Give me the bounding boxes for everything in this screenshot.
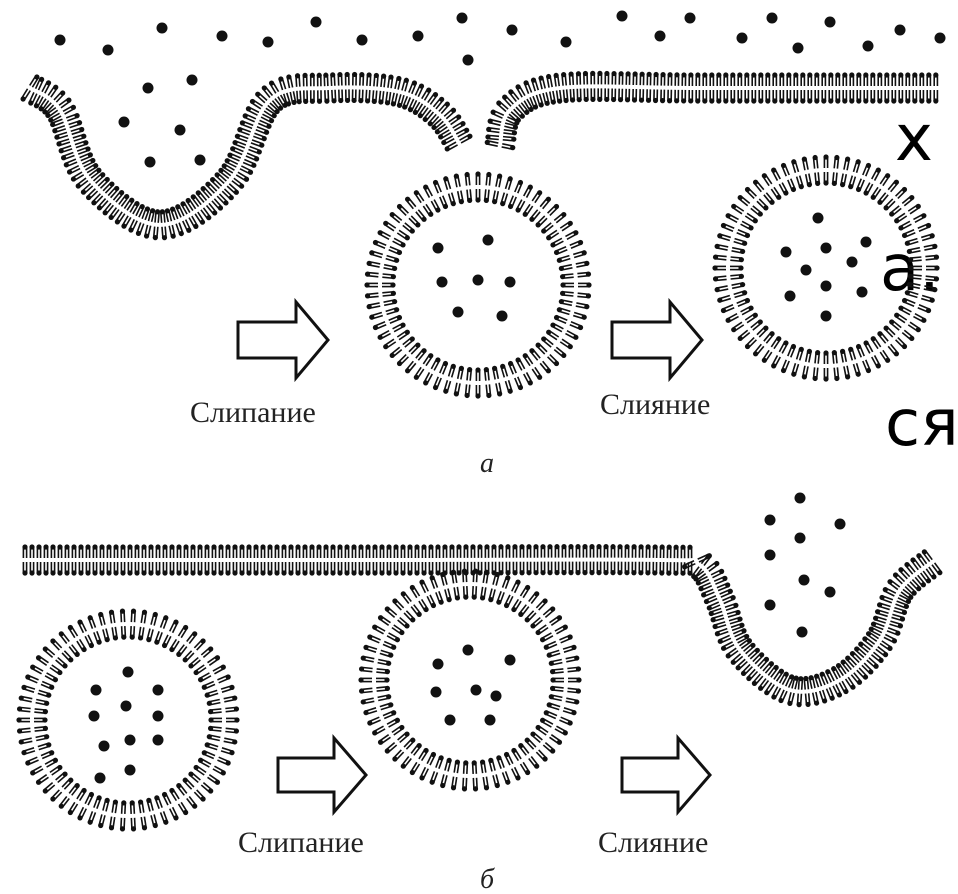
panel-b-docked-vesicle bbox=[358, 569, 581, 792]
panel-a: Слипание Слияние а bbox=[20, 11, 945, 480]
panel-b-arrow-2 bbox=[622, 738, 710, 812]
panel-b-free-vesicle bbox=[16, 609, 239, 832]
panel-a-label-fusion: Слияние bbox=[600, 388, 710, 421]
panel-a-letter: а bbox=[480, 448, 494, 479]
background-text-3: ся bbox=[885, 387, 958, 461]
panel-b-label-fusion: Слияние bbox=[598, 826, 708, 859]
panel-a-label-adhesion: Слипание bbox=[190, 396, 316, 429]
panel-b-label-adhesion: Слипание bbox=[238, 826, 364, 859]
panel-a-arrow-1 bbox=[238, 302, 328, 378]
panel-b-letter: б bbox=[480, 864, 495, 894]
background-text-1: х bbox=[895, 102, 933, 176]
panel-a-molecules bbox=[55, 11, 946, 322]
panel-a-arrow-2 bbox=[612, 302, 702, 378]
panel-b-molecules bbox=[89, 493, 846, 784]
panel-a-membrane bbox=[20, 71, 938, 240]
panel-b: Слипание Слияние б bbox=[16, 493, 942, 894]
panel-b-arrow-1 bbox=[278, 738, 366, 812]
